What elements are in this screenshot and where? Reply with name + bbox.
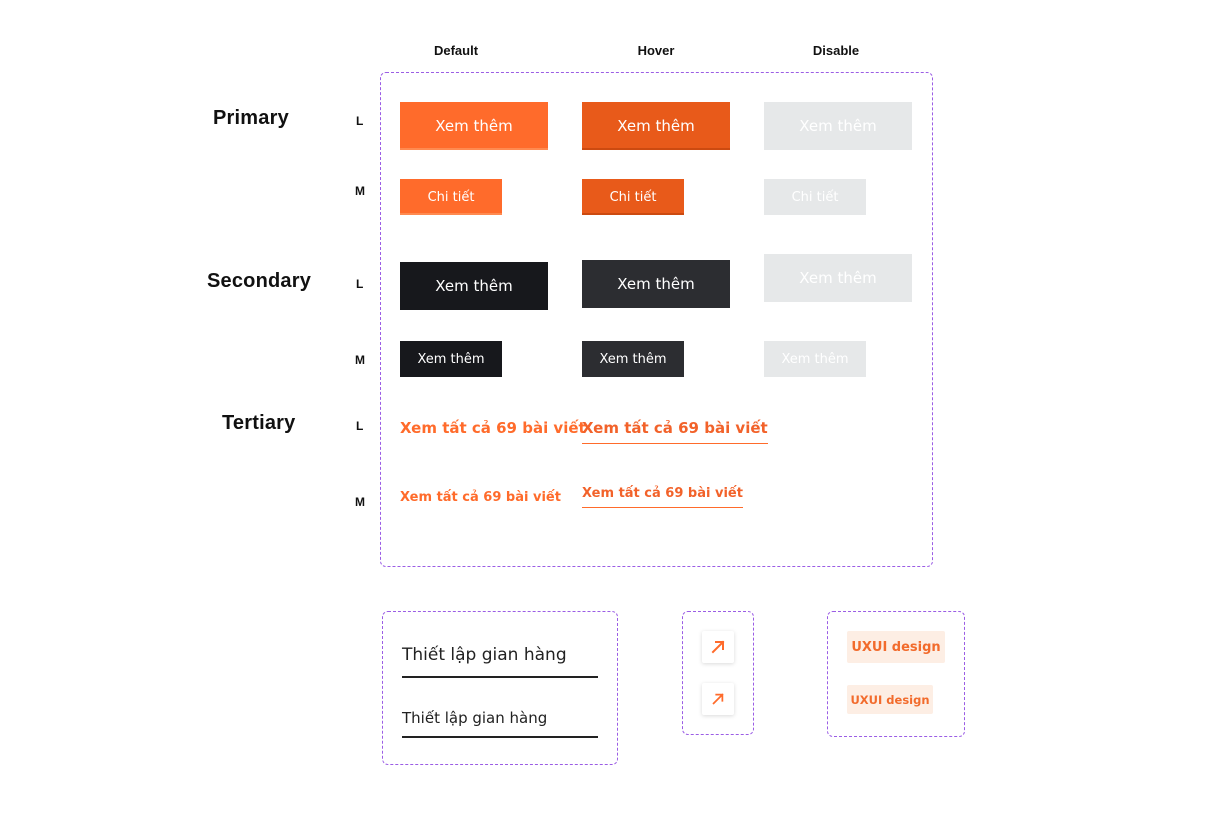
tertiary-l-hover-link[interactable]: Xem tất cả 69 bài viết (582, 419, 768, 444)
secondary-l-default-button[interactable]: Xem thêm (400, 262, 548, 310)
column-header-disable: Disable (812, 43, 860, 58)
secondary-m-hover-button[interactable]: Xem thêm (582, 341, 684, 377)
icon-button-frame (682, 611, 754, 735)
secondary-l-hover-button[interactable]: Xem thêm (582, 260, 730, 308)
size-label-l: L (356, 277, 364, 291)
size-label-l: L (356, 114, 364, 128)
field-underline (402, 736, 598, 738)
primary-m-default-button[interactable]: Chi tiết (400, 179, 502, 215)
primary-l-default-button[interactable]: Xem thêm (400, 102, 548, 150)
primary-m-disabled-button: Chi tiết (764, 179, 866, 215)
field-underline (402, 676, 598, 678)
primary-m-hover-button[interactable]: Chi tiết (582, 179, 684, 215)
group-label-primary: Primary (213, 107, 289, 129)
primary-l-hover-button[interactable]: Xem thêm (582, 102, 730, 150)
size-label-m: M (355, 495, 365, 509)
store-setup-field-large[interactable]: Thiết lập gian hàng (402, 645, 567, 665)
tag-frame (827, 611, 965, 737)
tertiary-m-hover-link[interactable]: Xem tất cả 69 bài viết (582, 486, 743, 508)
size-label-m: M (355, 184, 365, 198)
arrow-up-right-icon (711, 640, 725, 654)
primary-l-disabled-button: Xem thêm (764, 102, 912, 150)
secondary-m-disabled-button: Xem thêm (764, 341, 866, 377)
arrow-up-right-button[interactable] (702, 631, 734, 663)
button-variants-frame (380, 72, 933, 567)
group-label-secondary: Secondary (207, 270, 312, 292)
secondary-m-default-button[interactable]: Xem thêm (400, 341, 502, 377)
tertiary-l-default-link[interactable]: Xem tất cả 69 bài viết (400, 419, 586, 437)
store-setup-field-medium[interactable]: Thiết lập gian hàng (402, 709, 548, 727)
secondary-l-disabled-button: Xem thêm (764, 254, 912, 302)
group-label-tertiary: Tertiary (222, 412, 296, 434)
size-label-l: L (356, 419, 364, 433)
column-header-default: Default (433, 43, 479, 58)
column-header-hover: Hover (637, 43, 675, 58)
arrow-up-right-icon (712, 693, 724, 705)
arrow-up-right-button[interactable] (702, 683, 734, 715)
size-label-m: M (355, 353, 365, 367)
tag-large[interactable]: UXUI design (847, 631, 945, 663)
text-field-frame (382, 611, 618, 765)
tertiary-m-default-link[interactable]: Xem tất cả 69 bài viết (400, 490, 561, 505)
tag-medium[interactable]: UXUI design (847, 685, 933, 714)
